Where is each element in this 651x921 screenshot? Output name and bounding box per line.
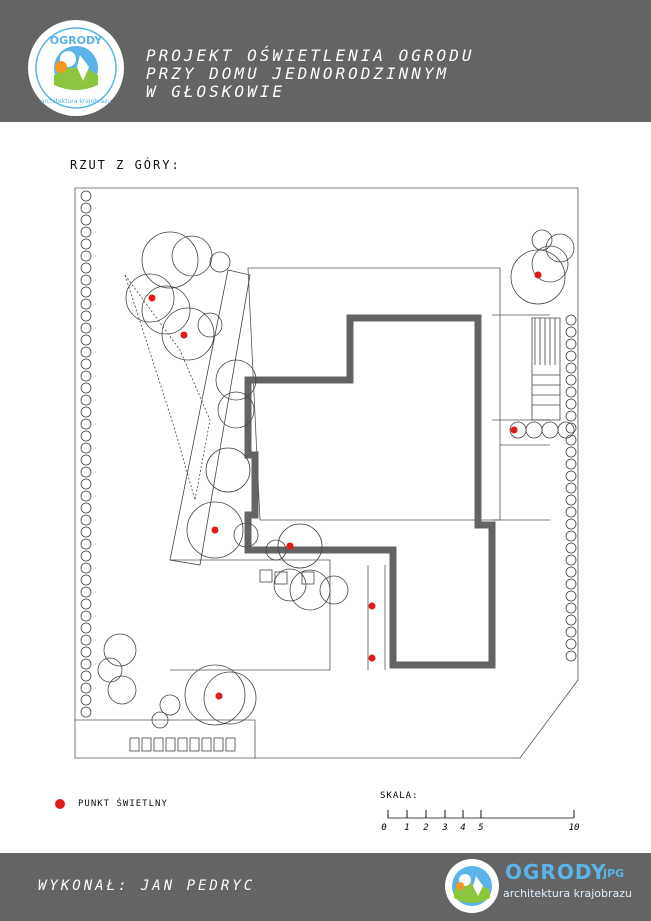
house-walls — [244, 314, 496, 669]
scale-tick: 4 — [460, 823, 465, 833]
hedge-left — [80, 190, 92, 718]
lower-terrace — [170, 559, 331, 671]
scale-tick: 5 — [478, 823, 483, 833]
footer-brand-tagline: architektura krajobrazu — [503, 887, 633, 900]
logo-name: OGRODY — [50, 34, 104, 47]
terrace-outline — [247, 267, 501, 521]
light-point — [215, 692, 223, 700]
scale-tick: 2 — [423, 823, 428, 833]
footer-logo-icon — [445, 859, 499, 913]
author-credit: Wykonał: Jan Pedryc — [38, 878, 256, 894]
light-point — [368, 654, 376, 662]
section-title: Rzut z góry: — [70, 158, 181, 172]
stepping-path — [169, 269, 251, 566]
title-line-3: w Głoskowie — [146, 82, 285, 101]
light-point — [286, 542, 294, 550]
hedge-right — [565, 314, 577, 662]
property-boundary — [74, 187, 579, 759]
light-point — [148, 294, 156, 302]
garden-plan — [74, 187, 579, 759]
planting-bed — [124, 274, 211, 501]
stairs — [531, 317, 561, 421]
header-band: OGRODY architektura krajobrazu Projekt o… — [0, 0, 651, 122]
scale-label: SKALA: — [380, 791, 419, 801]
title-line-2: przy domu jednorodzinnym — [146, 64, 450, 83]
light-point — [180, 331, 188, 339]
footer-band — [0, 853, 651, 921]
light-points — [148, 271, 542, 700]
title-line-1: Projekt oświetlenia ogrodu — [146, 46, 475, 65]
logo-tagline: architektura krajobrazu — [41, 98, 112, 105]
scale-tick: 0 — [381, 823, 386, 833]
legend-label: Punkt świetlny — [78, 799, 168, 809]
legend-light-icon — [55, 799, 65, 809]
logo-emblem-icon: OGRODY architektura krajobrazu — [35, 27, 117, 109]
footer-brand-name: OGRODY — [505, 860, 607, 884]
light-point — [368, 602, 376, 610]
scale-bar: SKALA: 0 1 2 3 4 5 10 — [380, 791, 580, 833]
scale-tick: 10 — [569, 823, 580, 833]
footer-brand-suffix: JPG — [603, 867, 625, 880]
light-point — [534, 271, 542, 279]
light-point — [211, 526, 219, 534]
light-point — [510, 426, 518, 434]
scale-tick: 3 — [441, 823, 447, 833]
scale-tick: 1 — [404, 823, 409, 833]
